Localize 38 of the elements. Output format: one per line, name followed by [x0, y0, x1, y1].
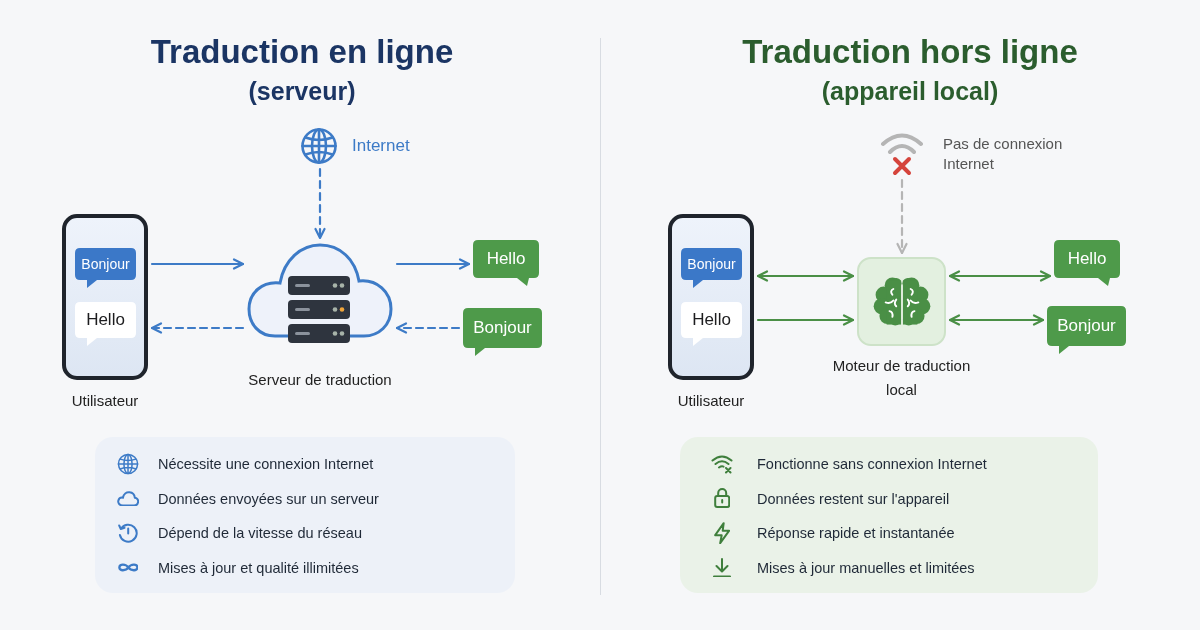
dashed-arrow	[150, 322, 245, 334]
dashed-arrow	[314, 167, 326, 240]
panel-subtitle: (serveur)	[248, 76, 356, 106]
dashed-arrow	[896, 178, 908, 255]
feature-text: Réponse rapide et instantanée	[757, 524, 955, 543]
node-label: Moteur de traduction local	[831, 356, 972, 400]
feature-text: Données restent sur l'appareil	[757, 489, 950, 509]
feature-text: Nécessite une connexion Internet	[158, 455, 374, 474]
speech-bubble: Bonjour	[681, 248, 742, 288]
feature-text: Mises à jour et qualité illimitées	[158, 558, 359, 578]
info-panel	[95, 437, 515, 593]
speech-bubble: Hello	[75, 302, 136, 346]
feature-text: Données envoyées sur un serveur	[158, 489, 379, 509]
speech-bubble: Bonjour	[463, 308, 542, 356]
node-label: Internet	[352, 136, 410, 156]
feature-text: Fonctionne sans connexion Internet	[757, 455, 987, 474]
node-label: Utilisateur	[677, 392, 745, 410]
panel-title: Traduction hors ligne	[742, 32, 1078, 72]
speech-bubble: Hello	[681, 302, 742, 346]
info-panel	[680, 437, 1098, 593]
double-arrow	[948, 314, 1045, 326]
node-label: Serveur de traduction	[248, 371, 392, 389]
speech-bubble: Hello	[473, 240, 539, 286]
node-label: Utilisateur	[71, 392, 139, 410]
dashed-arrow	[395, 322, 461, 334]
double-arrow	[756, 270, 855, 282]
panel-title: Traduction en ligne	[150, 32, 454, 72]
feature-text: Mises à jour manuelles et limitées	[757, 558, 975, 578]
speech-bubble: Bonjour	[1047, 306, 1126, 354]
panel-subtitle: (appareil local)	[821, 76, 999, 106]
feature-text: Dépend de la vitesse du réseau	[158, 524, 362, 543]
arrow	[756, 314, 855, 326]
speech-bubble: Hello	[1054, 240, 1120, 286]
speech-bubble: Bonjour	[75, 248, 136, 288]
arrow	[395, 258, 471, 270]
arrow	[150, 258, 245, 270]
node-label: Pas de connexion Internet	[943, 134, 1064, 174]
double-arrow	[948, 270, 1052, 282]
